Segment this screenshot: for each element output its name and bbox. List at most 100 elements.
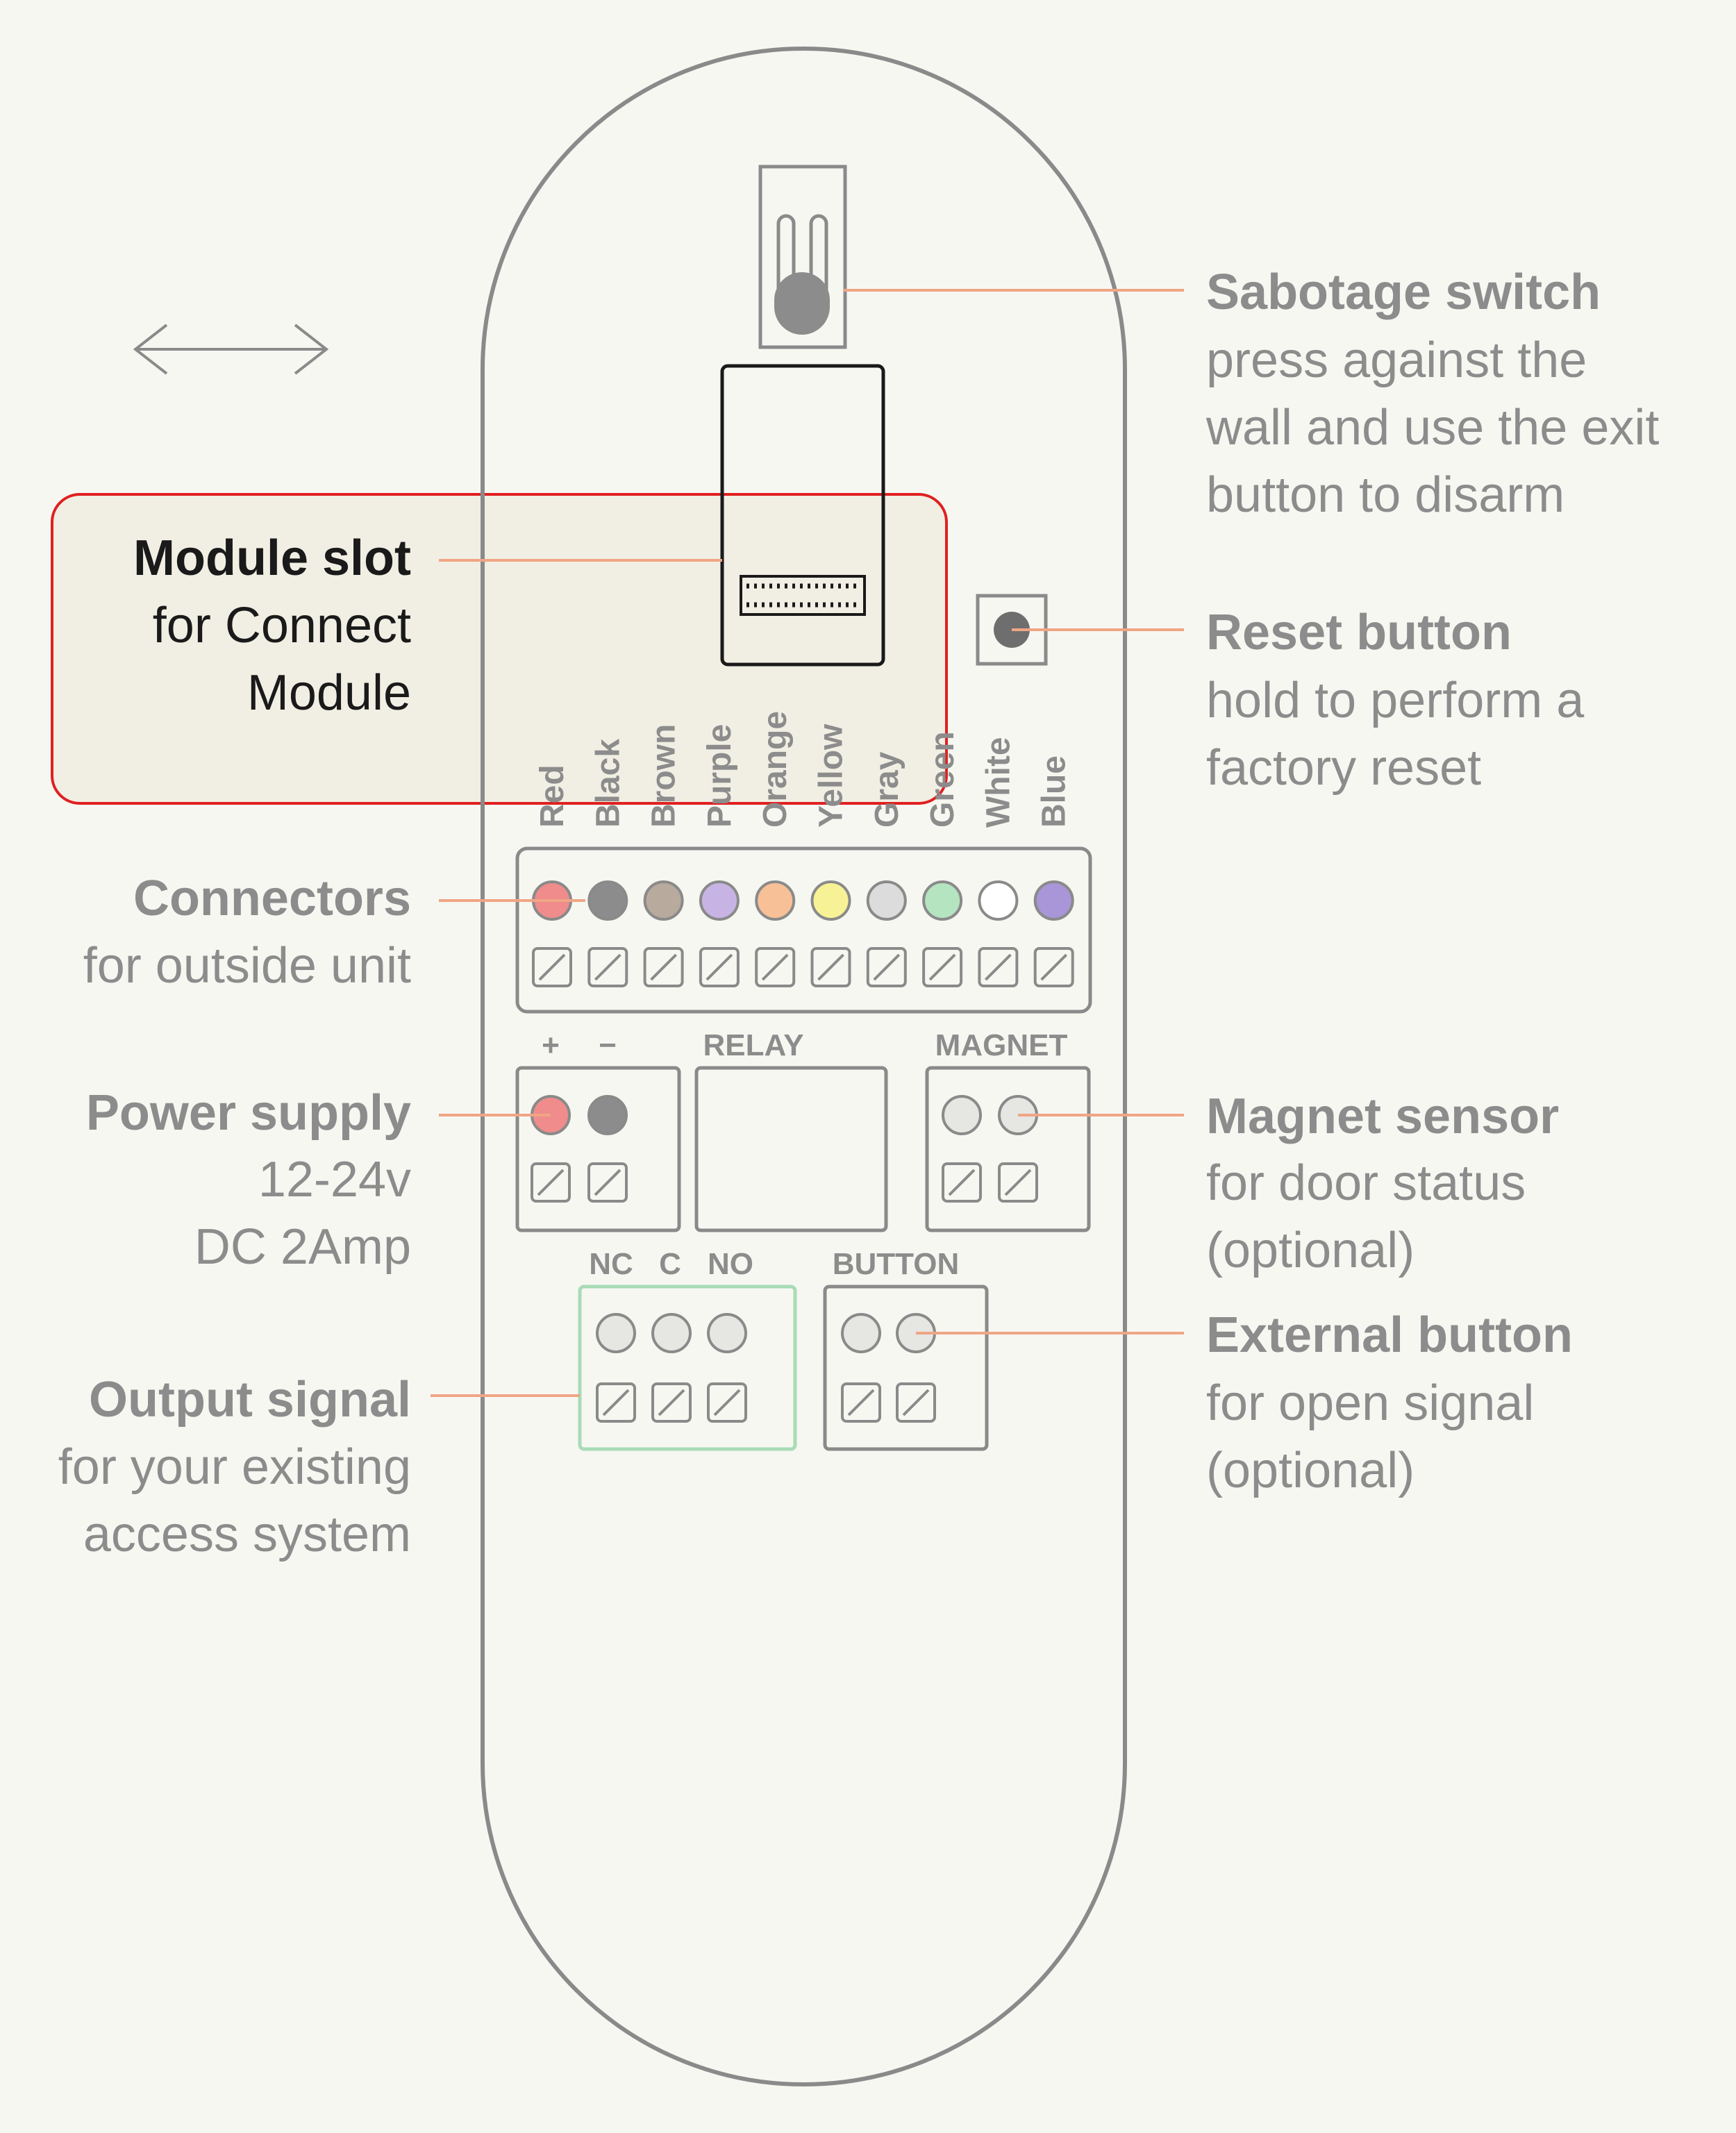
svg-text:Module: Module: [247, 665, 411, 721]
sabotage-callout: Sabotage switch press against the wall a…: [1205, 265, 1659, 523]
c-screw: [651, 1382, 692, 1423]
c-label: C: [659, 1247, 681, 1281]
no-connector: [707, 1313, 747, 1353]
button-connector-1: [841, 1313, 881, 1353]
wire-label-black: Black: [590, 739, 626, 828]
wire-labels: Red Black Brown Purple Orange Yellow Gray Green…: [534, 711, 1073, 828]
magnet-terminal-block: [925, 1066, 1091, 1232]
wire-label-yellow: Yellow: [813, 723, 850, 828]
screw-terminals: [531, 1162, 1038, 1423]
magnet-connector-1: [942, 1095, 982, 1135]
connector-dot-green: [922, 880, 963, 921]
button-screw-2: [896, 1382, 936, 1423]
power-callout: Power supply 12-24v DC 2Amp: [86, 1085, 411, 1275]
relay-block: [694, 1066, 888, 1232]
svg-text:Sabotage switch: Sabotage switch: [1206, 265, 1601, 320]
svg-text:access system: access system: [83, 1507, 411, 1562]
connector-dot-white: [978, 880, 1019, 921]
reset-callout: Reset button hold to perform a factory r…: [1206, 605, 1585, 796]
connector-screw-red: [532, 947, 572, 987]
svg-text:wall and use the exit: wall and use the exit: [1205, 400, 1659, 455]
connector-screw-orange: [755, 947, 796, 987]
module-callout: Module slot for Connect Module: [133, 530, 411, 721]
svg-text:for Connect: for Connect: [153, 598, 411, 653]
wire-label-white: White: [980, 737, 1017, 828]
connector-screws: [532, 947, 1074, 987]
connector-screw-yellow: [810, 947, 851, 987]
svg-text:Magnet sensor: Magnet sensor: [1206, 1089, 1559, 1144]
svg-text:press against the: press against the: [1206, 333, 1587, 388]
relay-label: RELAY: [703, 1028, 803, 1062]
svg-text:(optional): (optional): [1206, 1223, 1414, 1278]
connector-screw-black: [587, 947, 628, 987]
connector-dot-yellow: [810, 880, 851, 921]
output-terminal-block: [578, 1285, 797, 1451]
no-screw: [707, 1382, 747, 1423]
button-screw-1: [841, 1382, 881, 1423]
svg-text:for outside unit: for outside unit: [83, 938, 411, 994]
svg-text:Connectors: Connectors: [133, 871, 411, 926]
device-housing: [481, 47, 1127, 2086]
svg-text:12-24v: 12-24v: [258, 1152, 411, 1207]
no-label: NO: [708, 1247, 753, 1281]
connector-dot-black: [587, 880, 628, 921]
power-plus-label: +: [542, 1028, 560, 1062]
magnet-screw-1: [942, 1162, 982, 1203]
svg-text:for open signal: for open signal: [1206, 1375, 1534, 1431]
svg-text:for your existing: for your existing: [58, 1439, 411, 1495]
sabotage-switch: [758, 165, 847, 349]
power-minus-connector: [587, 1095, 628, 1135]
svg-text:External button: External button: [1206, 1307, 1573, 1363]
nc-screw: [596, 1382, 636, 1423]
wire-label-red: Red: [534, 764, 571, 828]
button-label: BUTTON: [833, 1247, 960, 1281]
svg-text:button to disarm: button to disarm: [1206, 467, 1564, 523]
power-screw-minus: [587, 1162, 628, 1203]
svg-text:hold to perform a: hold to perform a: [1206, 673, 1585, 728]
svg-text:Output signal: Output signal: [89, 1372, 411, 1428]
button-terminal-block: [823, 1285, 989, 1451]
connector-dot-blue: [1033, 880, 1074, 921]
connector-screw-brown: [643, 947, 684, 987]
leader-lines: [431, 289, 1184, 1397]
nc-connector: [596, 1313, 636, 1353]
connector-dots: [532, 880, 1074, 921]
connector-screw-purple: [699, 947, 740, 987]
connector-dot-gray: [866, 880, 907, 921]
wire-label-green: Green: [924, 731, 961, 828]
power-minus-label: −: [599, 1028, 617, 1062]
svg-text:Reset button: Reset button: [1206, 605, 1512, 660]
external-callout: External button for open signal (optiona…: [1206, 1307, 1573, 1498]
power-terminal-block: [515, 1066, 681, 1232]
connectors-terminal-block: [515, 846, 1092, 1014]
svg-text:DC 2Amp: DC 2Amp: [194, 1219, 411, 1275]
magnet-screw-2: [998, 1162, 1038, 1203]
wire-label-purple: Purple: [701, 724, 738, 828]
power-screw-plus: [531, 1162, 571, 1203]
svg-text:Power supply: Power supply: [86, 1085, 411, 1141]
connector-screw-green: [922, 947, 963, 987]
c-connector: [651, 1313, 692, 1353]
connector-screw-gray: [866, 947, 907, 987]
svg-text:Module slot: Module slot: [133, 530, 411, 586]
wire-label-orange: Orange: [757, 711, 794, 828]
connector-screw-white: [978, 947, 1019, 987]
magnet-label: MAGNET: [935, 1028, 1068, 1062]
connectors-callout: Connectors for outside unit: [83, 871, 411, 994]
wire-label-brown: Brown: [646, 724, 683, 828]
connector-dot-brown: [643, 880, 684, 921]
wire-label-blue: Blue: [1036, 755, 1073, 828]
output-callout: Output signal for your existing access s…: [58, 1372, 411, 1562]
connector-dot-orange: [755, 880, 796, 921]
svg-text:for door status: for door status: [1206, 1155, 1526, 1211]
double-arrow-horizontal-icon: [133, 324, 329, 375]
connector-screw-blue: [1033, 947, 1074, 987]
wire-label-gray: Gray: [869, 751, 905, 828]
magnet-callout: Magnet sensor for door status (optional): [1206, 1089, 1559, 1278]
connector-dot-purple: [699, 880, 740, 921]
svg-text:(optional): (optional): [1206, 1443, 1414, 1498]
module-slot: [720, 364, 885, 667]
svg-text:factory reset: factory reset: [1206, 740, 1481, 796]
nc-label: NC: [589, 1247, 633, 1281]
